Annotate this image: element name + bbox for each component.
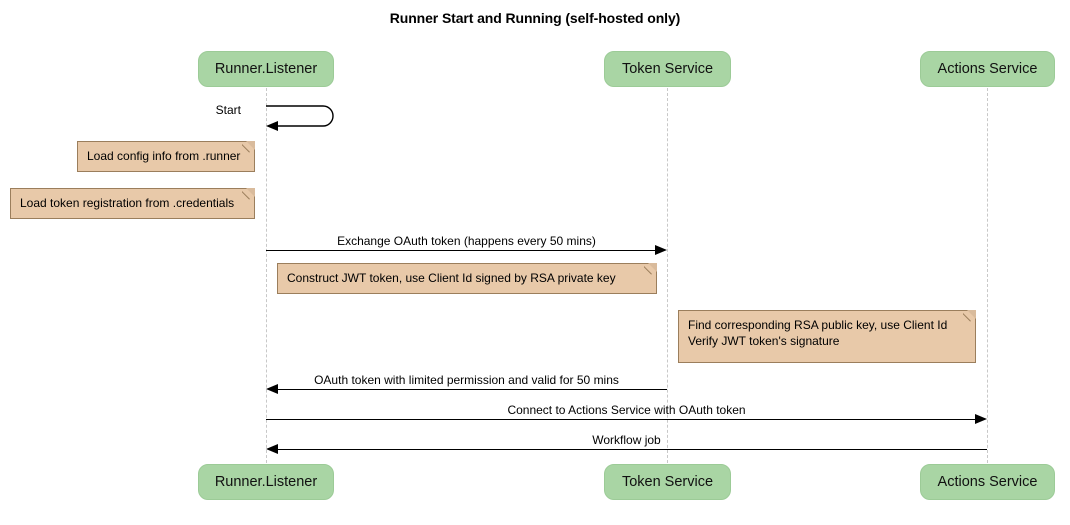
arrowhead-workflow-job [266, 443, 278, 454]
participant-label: Runner.Listener [214, 474, 318, 490]
note-text: Find corresponding RSA public key, use C… [688, 318, 948, 348]
message-label-oauth-token-returned: OAuth token with limited permission and … [314, 373, 619, 387]
note-text: Load token registration from .credential… [20, 196, 235, 210]
diagram-title: Runner Start and Running (self-hosted on… [389, 10, 681, 26]
note-load-config-info: Load config info from .runner [77, 141, 255, 172]
message-label-exchange-oauth-token: Exchange OAuth token (happens every 50 m… [337, 234, 596, 248]
participant-label: Token Service [621, 474, 714, 490]
note-fold-line [242, 141, 255, 154]
message-line-oauth-token-returned [278, 389, 667, 390]
participant-actions-service-top[interactable]: Actions Service [920, 51, 1055, 87]
arrowhead-exchange-oauth-token [655, 244, 667, 255]
participant-runner-listener-bottom[interactable]: Runner.Listener [198, 464, 334, 500]
arrowhead-oauth-token-returned [266, 383, 278, 394]
note-construct-jwt-token: Construct JWT token, use Client Id signe… [277, 263, 657, 294]
message-arrow-start [266, 103, 346, 136]
message-label-workflow-job: Workflow job [592, 433, 661, 447]
note-load-token-registration: Load token registration from .credential… [10, 188, 255, 219]
lifeline-actions-service [987, 88, 988, 463]
participant-label: Token Service [621, 61, 714, 77]
participant-label: Actions Service [937, 61, 1038, 77]
note-text: Construct JWT token, use Client Id signe… [287, 271, 616, 285]
participant-label: Runner.Listener [214, 61, 318, 77]
note-text: Load config info from .runner [87, 149, 241, 163]
message-label-connect-to-actions-service: Connect to Actions Service with OAuth to… [507, 403, 746, 417]
note-fold-line [963, 310, 976, 323]
note-verify-jwt-signature: Find corresponding RSA public key, use C… [678, 310, 976, 363]
participant-actions-service-bottom[interactable]: Actions Service [920, 464, 1055, 500]
participant-label: Actions Service [937, 474, 1038, 490]
participant-token-service-bottom[interactable]: Token Service [604, 464, 731, 500]
lifeline-runner-listener [266, 88, 267, 463]
participant-runner-listener-top[interactable]: Runner.Listener [198, 51, 334, 87]
message-label-start: Start [215, 103, 241, 117]
participant-token-service-top[interactable]: Token Service [604, 51, 731, 87]
lifeline-token-service [667, 88, 668, 463]
arrowhead-start [266, 120, 278, 131]
message-line-exchange-oauth-token [266, 250, 655, 251]
message-line-workflow-job [278, 449, 987, 450]
note-fold-line [242, 188, 255, 201]
message-line-connect-to-actions-service [266, 419, 975, 420]
note-fold-line [644, 263, 657, 276]
arrowhead-connect-to-actions-service [975, 413, 987, 424]
